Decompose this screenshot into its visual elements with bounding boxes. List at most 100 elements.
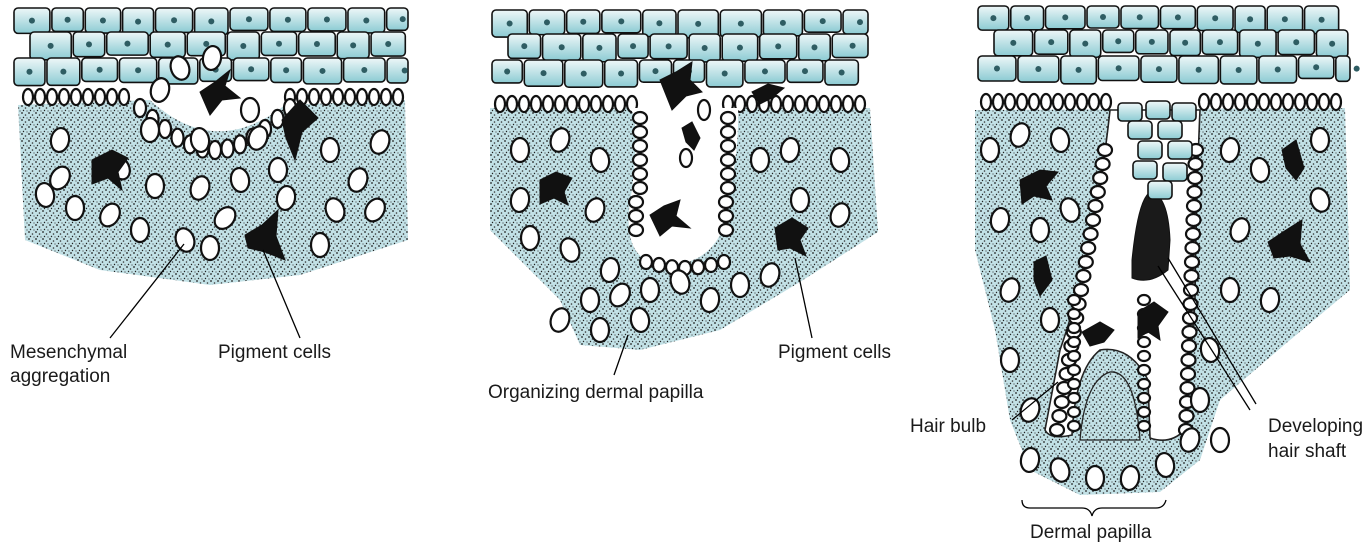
basal-cell xyxy=(1077,94,1087,110)
epidermal-nucleus xyxy=(596,45,602,51)
basal-cell xyxy=(71,89,81,105)
epidermal-nucleus xyxy=(240,43,246,49)
dermal-papilla-bracket xyxy=(1022,500,1166,516)
epidermal-nucleus xyxy=(100,18,106,24)
basal-cell xyxy=(1041,94,1051,110)
inner-root-sheath-cell xyxy=(1068,407,1080,417)
basal-cell xyxy=(807,96,817,112)
basal-cell xyxy=(1271,94,1281,110)
placode-cell xyxy=(721,126,735,138)
outer-root-sheath-cell xyxy=(1183,312,1197,324)
epidermal-nucleus xyxy=(507,21,513,27)
epidermal-nucleus xyxy=(285,17,291,23)
epidermal-nucleus xyxy=(1175,14,1181,20)
basal-cell xyxy=(159,120,171,138)
epidermal-nucleus xyxy=(124,41,130,47)
epidermal-nucleus xyxy=(1313,64,1319,70)
mesenchymal-cell xyxy=(1086,466,1104,490)
placode-cell xyxy=(633,154,647,166)
epidermal-nucleus xyxy=(1100,14,1106,20)
placode-cell xyxy=(721,168,735,180)
label-dermal-papilla: Dermal papilla xyxy=(1030,522,1152,543)
basal-cell xyxy=(333,89,343,105)
epidermal-nucleus xyxy=(618,18,624,24)
basal-cell xyxy=(591,96,601,112)
epidermal-nucleus xyxy=(1282,16,1288,22)
placode-cell xyxy=(719,196,733,208)
outer-root-sheath-cell xyxy=(1185,270,1199,282)
epidermal-cell xyxy=(1172,103,1196,121)
outer-root-sheath-cell xyxy=(1187,200,1201,212)
mesenchymal-cell xyxy=(201,236,219,260)
inner-root-sheath-cell xyxy=(1068,379,1080,389)
epidermal-cell xyxy=(1128,121,1152,139)
outer-root-sheath-cell xyxy=(1185,256,1199,268)
basal-cell xyxy=(1295,94,1305,110)
epidermal-nucleus xyxy=(1217,39,1223,45)
basal-cell xyxy=(272,110,284,128)
basal-cell xyxy=(615,96,625,112)
inner-root-sheath-cell xyxy=(1138,407,1150,417)
label-mesenchymal-line1: Mesenchymal xyxy=(10,342,127,363)
epidermal-nucleus xyxy=(400,16,406,22)
mesenchymal-cell xyxy=(141,118,159,142)
epidermal-nucleus xyxy=(581,71,587,77)
inner-root-sheath-cell xyxy=(1138,379,1150,389)
epidermal-nucleus xyxy=(314,41,320,47)
mesenchymal-cell xyxy=(751,148,769,172)
mesenchymal-cell xyxy=(1311,128,1329,152)
epidermal-nucleus xyxy=(135,19,141,25)
epidermal-nucleus xyxy=(97,67,103,73)
basal-cell xyxy=(369,89,379,105)
outer-root-sheath-cell xyxy=(1050,424,1064,436)
epidermal-nucleus xyxy=(402,67,408,73)
epidermal-nucleus xyxy=(762,68,768,74)
outer-root-sheath-cell xyxy=(1091,186,1105,198)
epidermal-nucleus xyxy=(738,21,744,27)
basal-cell xyxy=(95,89,105,105)
placode-cell xyxy=(633,168,647,180)
epidermal-cell xyxy=(1138,141,1162,159)
basal-cell xyxy=(1319,94,1329,110)
inner-root-sheath-cell xyxy=(1068,421,1080,431)
basal-cell xyxy=(107,89,117,105)
epidermal-cell xyxy=(1148,181,1172,199)
inner-root-sheath-cell xyxy=(1138,295,1150,305)
epidermal-cell xyxy=(1118,103,1142,121)
inner-root-sheath-cell xyxy=(1068,393,1080,403)
basal-cell xyxy=(543,96,553,112)
basal-cell xyxy=(843,96,853,112)
basal-cell xyxy=(134,99,146,117)
mesenchymal-cell xyxy=(731,273,749,297)
basal-cell xyxy=(119,89,129,105)
mesenchymal-cell xyxy=(581,288,599,312)
epidermal-nucleus xyxy=(86,41,92,47)
mesenchymal-cell xyxy=(1031,218,1049,242)
epidermal-nucleus xyxy=(1116,65,1122,71)
epidermal-nucleus xyxy=(171,17,177,23)
mesenchymal-cell xyxy=(66,196,84,220)
epidermal-nucleus xyxy=(276,41,282,47)
outer-root-sheath-cell xyxy=(1188,172,1202,184)
epidermal-nucleus xyxy=(1149,39,1155,45)
inner-root-sheath-cell xyxy=(1138,421,1150,431)
inner-root-sheath-cell xyxy=(1138,351,1150,361)
epidermal-nucleus xyxy=(802,68,808,74)
placode-cell xyxy=(629,224,643,236)
placode-cell xyxy=(719,210,733,222)
epidermal-nucleus xyxy=(857,19,863,25)
outer-root-sheath-cell xyxy=(1182,340,1196,352)
mesenchymal-cell xyxy=(1041,308,1059,332)
inner-root-sheath-cell xyxy=(1068,365,1080,375)
epidermal-nucleus xyxy=(60,69,66,75)
basal-cell xyxy=(1101,94,1111,110)
outer-root-sheath-cell xyxy=(1055,396,1069,408)
epidermal-nucleus xyxy=(666,43,672,49)
inner-root-sheath-cell xyxy=(1138,393,1150,403)
basal-cell xyxy=(321,89,331,105)
placode-cell xyxy=(721,182,735,194)
epidermal-nucleus xyxy=(1048,39,1054,45)
epidermal-nucleus xyxy=(839,69,845,75)
placode-cell xyxy=(629,196,643,208)
